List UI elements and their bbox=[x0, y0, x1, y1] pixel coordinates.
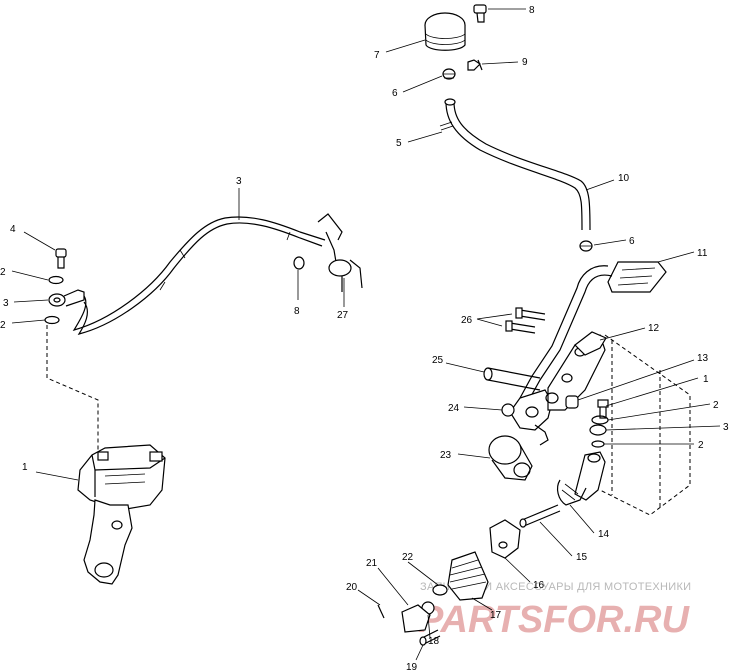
pedal-bracket bbox=[574, 331, 607, 356]
callout-1: 1 bbox=[22, 462, 28, 473]
callout-14: 14 bbox=[598, 529, 610, 540]
callout-10: 10 bbox=[618, 173, 630, 184]
callout-20: 20 bbox=[346, 582, 358, 593]
callout-2c: 2 bbox=[713, 400, 719, 411]
callout-26: 26 bbox=[461, 315, 473, 326]
watermark: ЗАПЧАСТИ И АКСЕССУАРЫ ДЛЯ МОТОТЕХНИКИ PA… bbox=[418, 581, 691, 641]
callout-22: 22 bbox=[402, 552, 414, 563]
leader-lines bbox=[11, 8, 721, 661]
callout-12: 12 bbox=[648, 323, 660, 334]
master-fitting-bolt bbox=[597, 399, 609, 419]
callout-labels: 1 2 3 4 2 3 8 27 5 6 7 8 9 10 6 11 26 12… bbox=[0, 5, 729, 672]
callout-9: 9 bbox=[522, 57, 528, 68]
screw-8-top bbox=[473, 4, 487, 23]
clamp-9 bbox=[467, 59, 483, 71]
callout-5: 5 bbox=[396, 138, 402, 149]
callout-17: 17 bbox=[490, 610, 502, 621]
mount-plate-inner bbox=[611, 340, 661, 510]
callout-25: 25 bbox=[432, 355, 444, 366]
watermark-brand: PARTSFOR.RU bbox=[418, 599, 690, 641]
clevis-21 bbox=[401, 604, 431, 633]
callout-2b: 2 bbox=[0, 320, 6, 331]
dust-boot bbox=[447, 551, 489, 601]
callout-1b: 1 bbox=[703, 374, 709, 385]
hose-clamp-bottom bbox=[579, 240, 593, 252]
nut-8-left bbox=[293, 256, 305, 270]
hose-end-fitting bbox=[317, 213, 363, 292]
callout-19: 19 bbox=[406, 662, 418, 672]
reservoir-cap bbox=[424, 12, 466, 51]
sealing-washer-upper bbox=[48, 275, 64, 285]
callout-3c: 3 bbox=[723, 422, 729, 433]
hose-clamp-top bbox=[442, 68, 456, 80]
callout-21: 21 bbox=[366, 558, 378, 569]
callout-6a: 6 bbox=[392, 88, 398, 99]
callout-7: 7 bbox=[374, 50, 380, 61]
callout-2d: 2 bbox=[698, 440, 704, 451]
reservoir-hose bbox=[445, 101, 583, 231]
banjo-bolt bbox=[55, 248, 67, 269]
clevis-16 bbox=[489, 519, 521, 559]
callout-23: 23 bbox=[440, 450, 452, 461]
banjo-3-right bbox=[589, 424, 607, 436]
callout-15: 15 bbox=[576, 552, 588, 563]
washer-22 bbox=[432, 584, 448, 596]
banjo-fitting bbox=[48, 289, 85, 307]
hose-route-dashed bbox=[46, 325, 99, 455]
callout-16: 16 bbox=[533, 580, 545, 591]
callout-27: 27 bbox=[337, 310, 349, 321]
rubber-boot-23 bbox=[488, 435, 533, 481]
pivot-bolt bbox=[483, 367, 541, 391]
callout-11: 11 bbox=[697, 248, 708, 259]
brake-hose bbox=[72, 216, 326, 331]
spacer-24 bbox=[501, 403, 515, 417]
push-rod bbox=[519, 504, 561, 528]
mount-plate-outline bbox=[599, 334, 691, 516]
callout-18: 18 bbox=[428, 636, 440, 647]
cotter-pin-20 bbox=[377, 604, 385, 619]
callout-3a: 3 bbox=[3, 298, 9, 309]
sealing-washer-lower bbox=[44, 315, 60, 325]
washer-2-right-lower bbox=[591, 440, 605, 448]
callout-2a: 2 bbox=[0, 267, 6, 278]
bushing bbox=[565, 395, 579, 409]
callout-8b: 8 bbox=[529, 5, 535, 16]
callout-3b: 3 bbox=[236, 176, 242, 187]
callout-13: 13 bbox=[697, 353, 709, 364]
brake-caliper bbox=[77, 444, 166, 585]
master-cylinder bbox=[556, 451, 606, 506]
bolts-26 bbox=[505, 307, 546, 334]
callout-8a: 8 bbox=[294, 306, 300, 317]
callout-6b: 6 bbox=[629, 236, 635, 247]
callout-24: 24 bbox=[448, 403, 460, 414]
callout-4: 4 bbox=[10, 224, 16, 235]
